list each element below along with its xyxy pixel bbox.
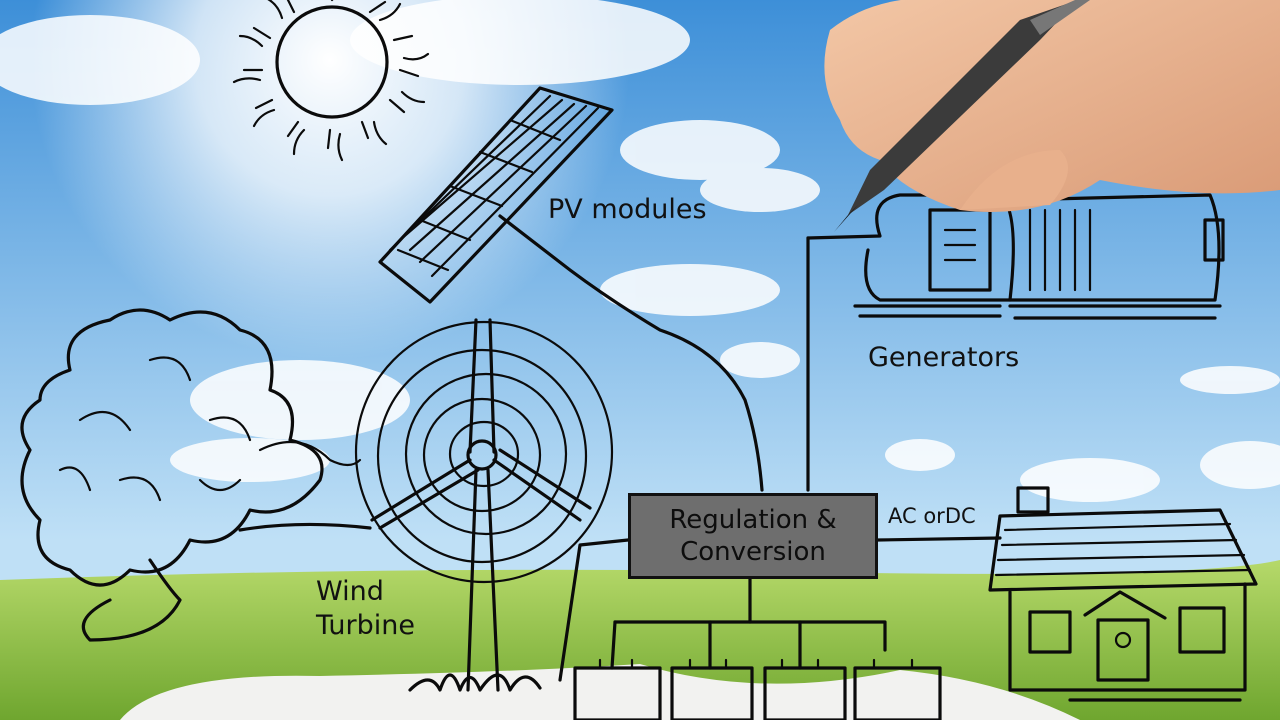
hand-with-pen: [824, 0, 1280, 232]
house-sketch: [988, 486, 1258, 702]
wind-turbine-label: Wind Turbine: [316, 575, 415, 643]
regulation-label: Regulation &: [669, 505, 837, 535]
tree-sketch: [20, 308, 362, 642]
sun-sketch: [232, 0, 430, 162]
pv-modules-label: PV modules: [548, 194, 707, 225]
ac-dc-label: AC orDC: [888, 504, 976, 528]
pv-module-sketch: [378, 86, 764, 492]
conversion-label: Conversion: [680, 537, 826, 567]
regulation-conversion-box: Regulation & Conversion: [628, 493, 878, 579]
wind-turbine-label-line1: Wind: [316, 576, 384, 607]
generators-sketch: [806, 193, 1225, 492]
open-book-page: [120, 664, 1080, 720]
wiring: [558, 536, 1002, 682]
generators-label: Generators: [868, 342, 1020, 373]
wind-turbine-label-line2: Turbine: [316, 610, 415, 641]
wind-turbine-sketch: [238, 318, 614, 692]
sun-glow: [30, 0, 630, 360]
battery-bank-sketch: [573, 658, 942, 720]
